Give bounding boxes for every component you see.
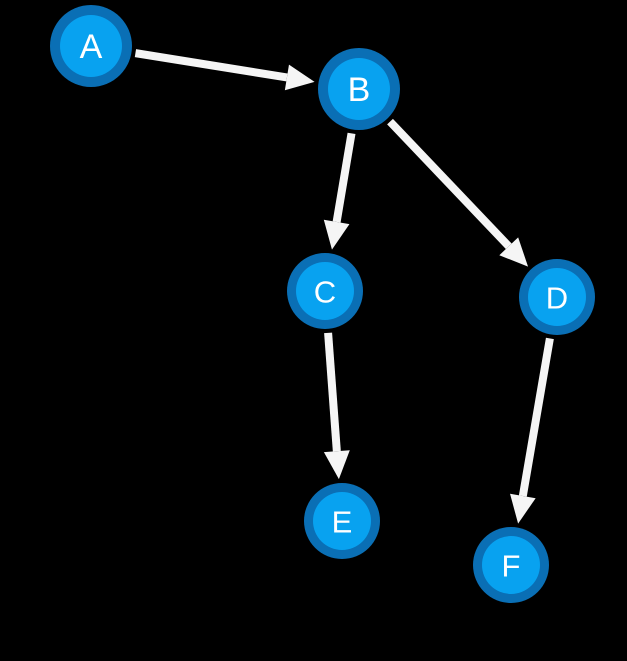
node-fill [296,262,354,320]
node-label: E [332,505,353,540]
edge-line [134,49,288,82]
edge-arrowhead [284,64,315,91]
edge-arrowhead [323,450,350,480]
node-c[interactable]: C [287,253,363,329]
node-e[interactable]: E [304,483,380,559]
node-fill [528,268,586,326]
edge-b-to-d[interactable] [387,118,529,267]
node-label: D [546,281,568,316]
node-fill [313,492,371,550]
edge-line [332,132,356,223]
edge-arrowhead [323,219,350,250]
edge-arrowhead [510,493,536,524]
edge-line [324,332,341,452]
edges-layer [134,49,554,524]
node-a[interactable]: A [50,5,132,87]
node-f[interactable]: F [473,527,549,603]
edge-c-to-e[interactable] [323,332,350,480]
node-fill [328,58,390,120]
node-label: F [502,549,521,584]
node-fill [60,15,122,77]
edge-arrowhead [499,237,529,267]
nodes-layer: A B C D E F [50,5,595,603]
edge-a-to-b[interactable] [134,49,315,91]
node-label: C [314,275,336,310]
node-label: B [348,71,371,109]
edge-d-to-f[interactable] [510,337,554,524]
edge-line [387,118,512,250]
node-d[interactable]: D [519,259,595,335]
edge-b-to-c[interactable] [323,132,356,250]
node-fill [482,536,540,594]
node-label: A [80,28,103,66]
edge-line [518,337,554,497]
node-b[interactable]: B [318,48,400,130]
